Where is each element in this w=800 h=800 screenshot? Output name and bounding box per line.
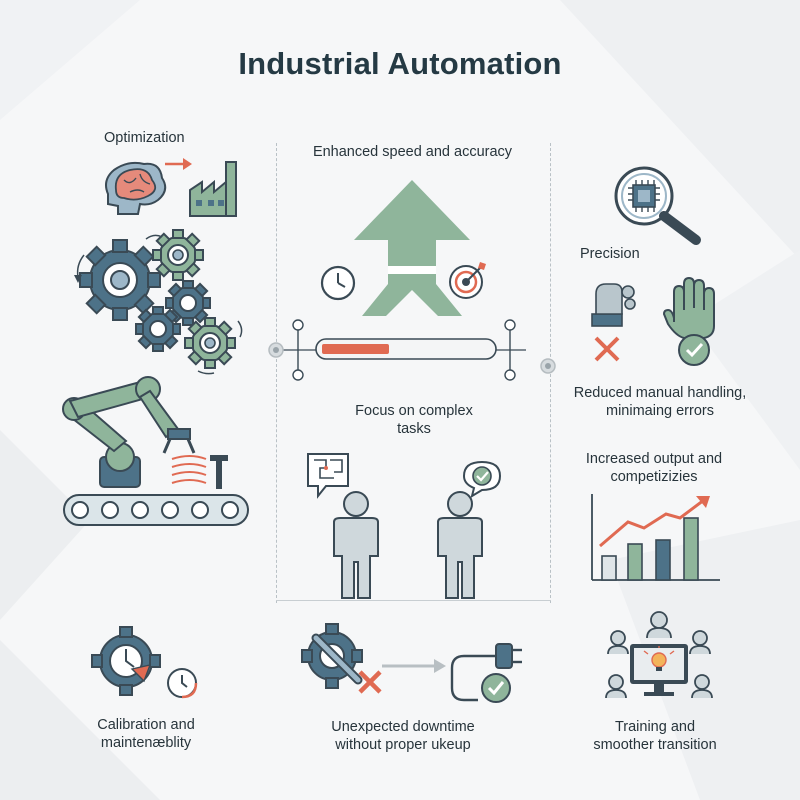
check-bubble-icon: [462, 460, 502, 499]
output-label: Increased output and competizizies: [566, 450, 742, 486]
training-label-line1: Training and: [614, 719, 696, 735]
brain-icon: [105, 161, 167, 215]
focus-label-line2: tasks: [397, 421, 431, 437]
calibration-label-line1: Calibration and: [97, 717, 195, 733]
training-label: Training and smoother transition: [570, 718, 740, 754]
downtime-label-line1: Unexpected downtime: [331, 719, 475, 735]
optimization-label: Optimization: [104, 130, 185, 146]
calibration-gear-icon: [91, 626, 198, 699]
calibration-label: Calibration and maintenæblity: [76, 716, 216, 752]
plug-check-icon: [450, 643, 522, 703]
target-icon: [449, 262, 486, 299]
up-arrow-icon: [354, 180, 470, 316]
center-panel-divider: [276, 600, 551, 601]
speed-label: Enhanced speed and accuracy: [312, 144, 513, 160]
wrench-gear-icon: [301, 623, 382, 694]
progress-frame: [282, 319, 526, 381]
downtime-label: Unexpected downtime without proper ukeup: [318, 718, 488, 754]
training-icon: [605, 611, 713, 699]
output-label-line2: competizizies: [610, 469, 698, 485]
page-title: Industrial Automation: [238, 46, 562, 81]
human-hand-icon: [662, 276, 715, 366]
manual-label: Reduced manual handling, minimaing error…: [560, 384, 760, 420]
arrow-right-icon: [165, 158, 192, 170]
manual-label-line2: minimaing errors: [606, 403, 714, 419]
blueprint-bubble-icon: [307, 453, 349, 499]
robot-arm-icon: [62, 376, 249, 526]
focus-label-line1: Focus on complex: [355, 403, 473, 419]
robot-hand-icon: [591, 283, 636, 362]
magnifier-chip-icon: [614, 166, 701, 245]
arrow-gray-icon: [382, 659, 446, 673]
growth-chart-icon: [591, 494, 720, 581]
progress-fill: [322, 344, 389, 354]
downtime-label-line2: without proper ukeup: [335, 737, 471, 753]
clock-icon: [320, 265, 356, 301]
left-handle[interactable]: [266, 340, 286, 360]
output-label-line1: Increased output and: [585, 451, 723, 467]
person-icon-2: [437, 491, 483, 599]
precision-label: Precision: [580, 246, 640, 262]
focus-label: Focus on complex tasks: [300, 402, 528, 438]
person-icon: [333, 491, 379, 599]
manual-label-line1: Reduced manual handling,: [573, 385, 747, 401]
factory-icon: [189, 161, 237, 217]
training-label-line2: smoother transition: [593, 737, 717, 753]
right-handle[interactable]: [538, 356, 558, 376]
calibration-label-line2: maintenæblity: [100, 735, 192, 751]
gears-icon: [74, 229, 243, 375]
